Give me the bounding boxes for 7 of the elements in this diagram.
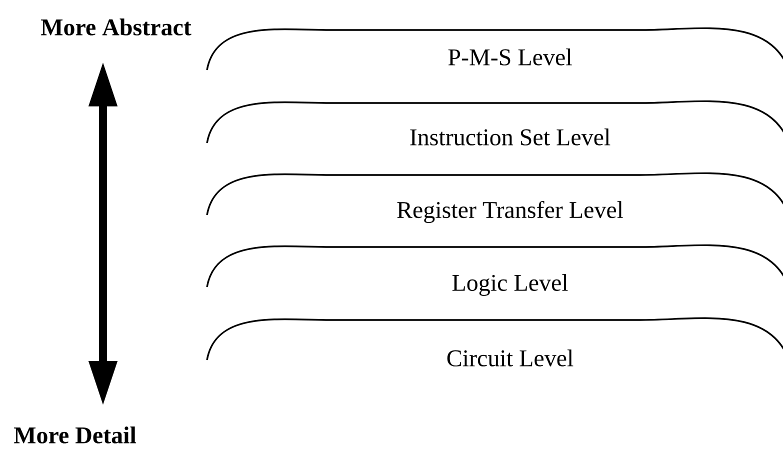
- side-label: More Detail: [14, 426, 136, 444]
- level-layer: Logic Level: [206, 244, 783, 296]
- level-layer: Register Transfer Level: [206, 172, 783, 224]
- level-layer: Instruction Set Level: [206, 100, 783, 146]
- level-layer: Circuit Level: [206, 317, 783, 366]
- side-label: More Abstract: [41, 18, 192, 36]
- level-layer: P-M-S Level: [206, 27, 783, 72]
